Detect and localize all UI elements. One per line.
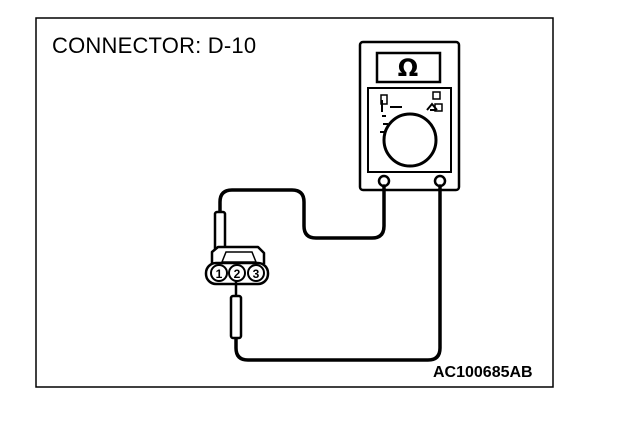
meter-display: [375, 51, 442, 84]
meter-indicator-left: [380, 94, 388, 105]
meter-indicator-right-top: [432, 91, 441, 100]
probe-icon: [229, 280, 243, 340]
diagram-border: [35, 17, 554, 388]
connector-pin-3: [247, 264, 265, 282]
ohmmeter-icon: Ω: [358, 40, 461, 192]
figure-code: AC100685AB: [433, 364, 533, 381]
connector-pin-3-label: 3: [253, 267, 260, 281]
meter-ohm-symbol: Ω: [398, 54, 418, 82]
probe-lower-handle: [229, 294, 243, 340]
test-lead-1: [218, 184, 386, 240]
connector-label: CONNECTOR: D-10: [52, 33, 257, 58]
meter-indicator-right: [434, 103, 443, 112]
meter-selector-knob: [382, 112, 438, 168]
connector-lock-tab: [220, 251, 258, 263]
connector-icon: 1 2 3: [204, 245, 270, 286]
connector-pin-2-label: 2: [234, 267, 241, 281]
test-lead-2: [234, 184, 442, 362]
connector-pin-1: [210, 264, 228, 282]
connector-pin-1-label: 1: [216, 267, 223, 281]
